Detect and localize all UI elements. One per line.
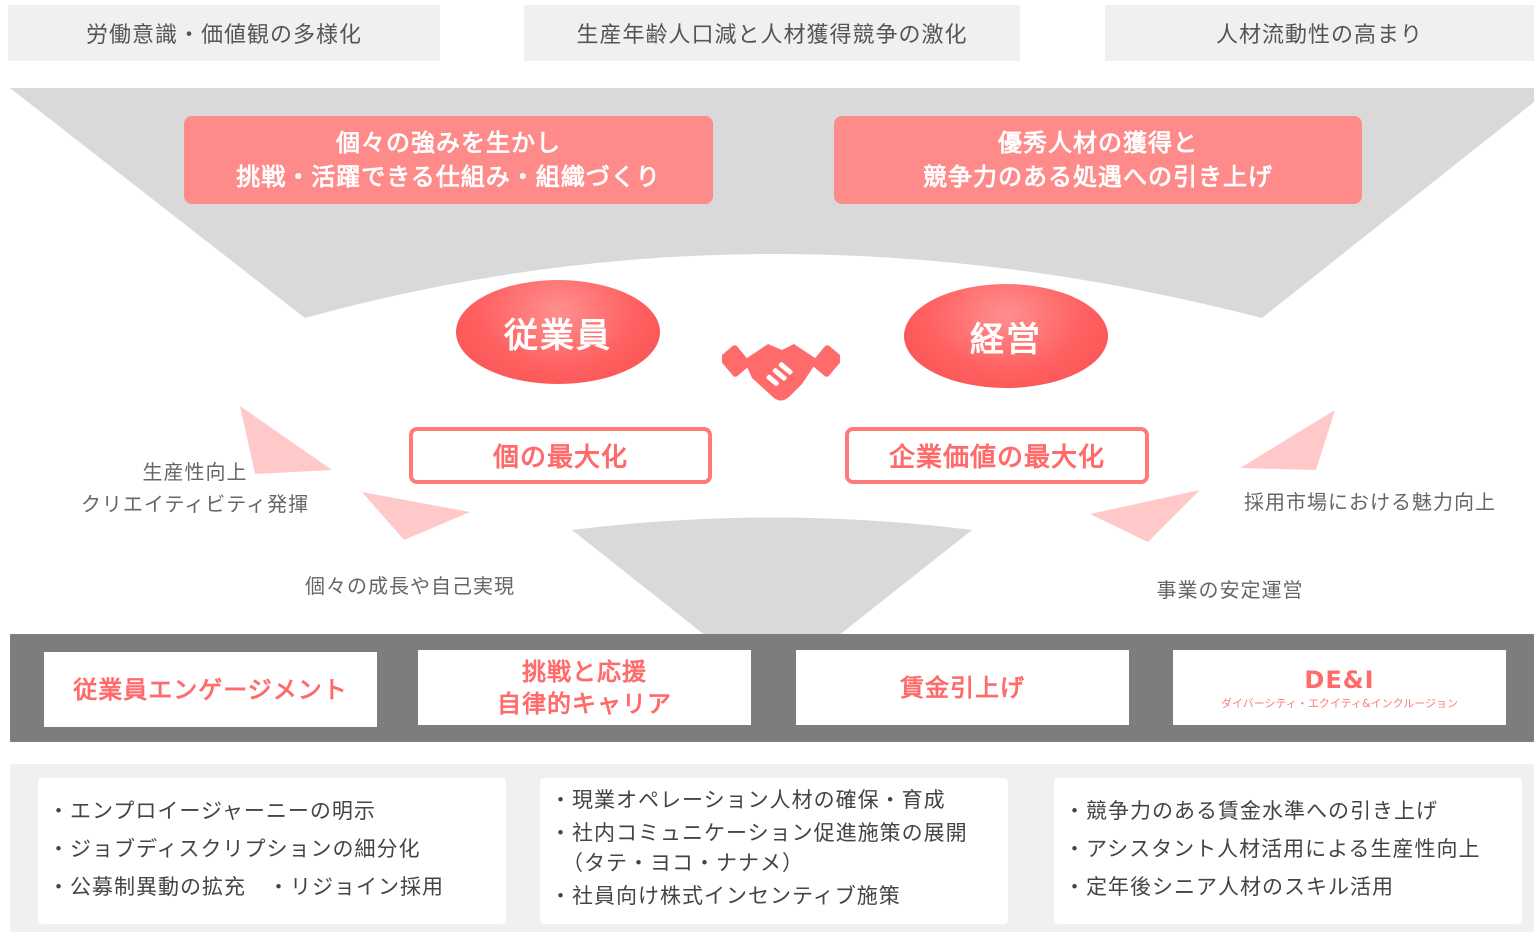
theme-box-right: 優秀人材の獲得と 競争力のある処遇への引き上げ [834,116,1362,204]
pillar-wage: 賃金引上げ [796,650,1129,725]
arrow-right-upper [1240,410,1335,470]
handshake-icon [722,344,840,401]
pillar-dei-label: DE&I [1304,665,1375,694]
pillar-wage-label: 賃金引上げ [900,673,1025,702]
measures-card-engagement: ・エンプロイージャーニーの明示 ・ジョブディスクリプションの細分化 ・公募制異動… [38,778,506,924]
arrow-left-lower [362,492,470,540]
measures-card-wage: ・競争力のある賃金水準への引き上げ ・アシスタント人材活用による生産性向上 ・定… [1054,778,1522,924]
pillar-dei-sub: ダイバーシティ・エクイティ&インクルージョン [1220,696,1459,710]
theme-box-left: 個々の強みを生かし 挑戦・活躍できる仕組み・組織づくり [184,116,713,204]
benefit-right-upper: 採用市場における魅力向上 [1244,490,1496,514]
outcome-management: 企業価値の最大化 [845,427,1149,484]
pillar-career-line1: 挑戦と応援 [522,657,647,686]
outcome-employee: 個の最大化 [409,427,712,484]
arrow-right-lower [1090,490,1200,542]
pillar-engagement: 従業員エンゲージメント [44,652,377,727]
benefit-right-lower: 事業の安定運営 [1156,578,1304,602]
theme-right-line2: 競争力のある処遇への引き上げ [923,163,1273,191]
theme-left-line1: 個々の強みを生かし [336,129,561,157]
context-item-mobility: 人材流動性の高まり [1105,5,1534,61]
context-item-diversity: 労働意識・価値観の多様化 [8,5,440,61]
bottom-funnel [572,517,972,636]
benefit-left-lower: 個々の成長や自己実現 [305,574,515,598]
benefit-left-upper: 生産性向上 クリエイティビティ発揮 [50,456,340,520]
measure-item: ・アシスタント人材活用による生産性向上 [1064,837,1481,861]
management-oval: 経営 [904,284,1108,388]
measure-item: ・現業オペレーション人材の確保・育成 [550,788,946,812]
benefit-left-line1: 生産性向上 [142,460,248,484]
measure-item: ・エンプロイージャーニーの明示 [48,799,376,823]
measure-item: ・ジョブディスクリプションの細分化 [48,837,421,861]
pillar-dei: DE&I ダイバーシティ・エクイティ&インクルージョン [1173,650,1506,725]
arrow-left-upper [240,406,332,474]
pillar-career-line2: 自律的キャリア [497,689,672,718]
measure-item: ・社内コミュニケーション促進施策の展開 [550,821,968,845]
measure-item: ・公募制異動の拡充 ・リジョイン採用 [48,875,444,899]
measure-item: ・競争力のある賃金水準への引き上げ [1064,799,1438,823]
measure-item: ・定年後シニア人材のスキル活用 [1064,875,1394,899]
employee-oval: 従業員 [456,280,660,384]
pillar-career: 挑戦と応援 自律的キャリア [418,650,751,725]
measure-item: （タテ・ヨコ・ナナメ） [562,851,804,875]
measures-card-career: ・現業オペレーション人材の確保・育成 ・社内コミュニケーション促進施策の展開 （… [540,778,1008,924]
measure-item: ・社員向け株式インセンティブ施策 [550,884,901,908]
benefit-left-line2: クリエイティビティ発揮 [80,492,310,516]
context-item-labor-shortage: 生産年齢人口減と人材獲得競争の激化 [524,5,1020,61]
pillar-engagement-label: 従業員エンゲージメント [73,675,348,704]
theme-right-line1: 優秀人材の獲得と [998,129,1198,157]
theme-left-line2: 挑戦・活躍できる仕組み・組織づくり [236,163,661,191]
